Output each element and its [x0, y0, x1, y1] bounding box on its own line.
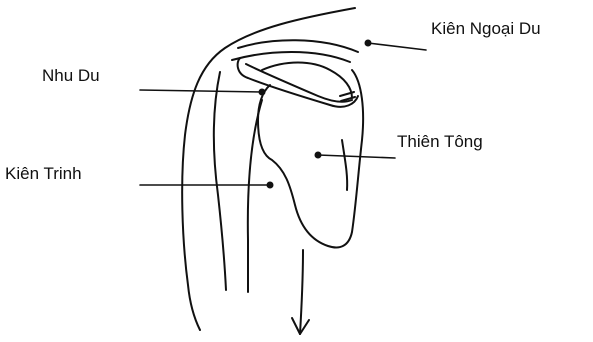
label-kien-trinh: Kiên Trinh	[5, 165, 82, 182]
body-outline	[182, 8, 355, 334]
acromion-cap	[262, 63, 352, 99]
label-thien-tong: Thiên Tông	[397, 133, 483, 150]
point-kien-trinh	[267, 182, 274, 189]
leader-thien-tong	[318, 155, 395, 158]
point-thien-tong	[315, 152, 322, 159]
arm-line-middle	[248, 100, 262, 292]
arm-line-left	[214, 72, 226, 290]
spine-line	[300, 250, 303, 334]
leader-kien-ngoai-du	[368, 43, 426, 50]
acupoints	[259, 40, 372, 189]
label-nhu-du: Nhu Du	[42, 67, 100, 84]
point-nhu-du	[259, 89, 266, 96]
clavicle-upper	[238, 40, 358, 52]
acromion-outer	[238, 58, 358, 107]
spine-tick-left	[292, 318, 300, 334]
acromion	[238, 58, 358, 107]
clavicle-lower	[232, 52, 350, 62]
clavicle	[232, 40, 358, 62]
scapula-outline	[258, 70, 363, 247]
point-kien-ngoai-du	[365, 40, 372, 47]
label-kien-ngoai-du: Kiên Ngoại Du	[431, 20, 541, 37]
scapula-spine	[342, 140, 347, 190]
leader-nhu-du	[140, 90, 262, 92]
